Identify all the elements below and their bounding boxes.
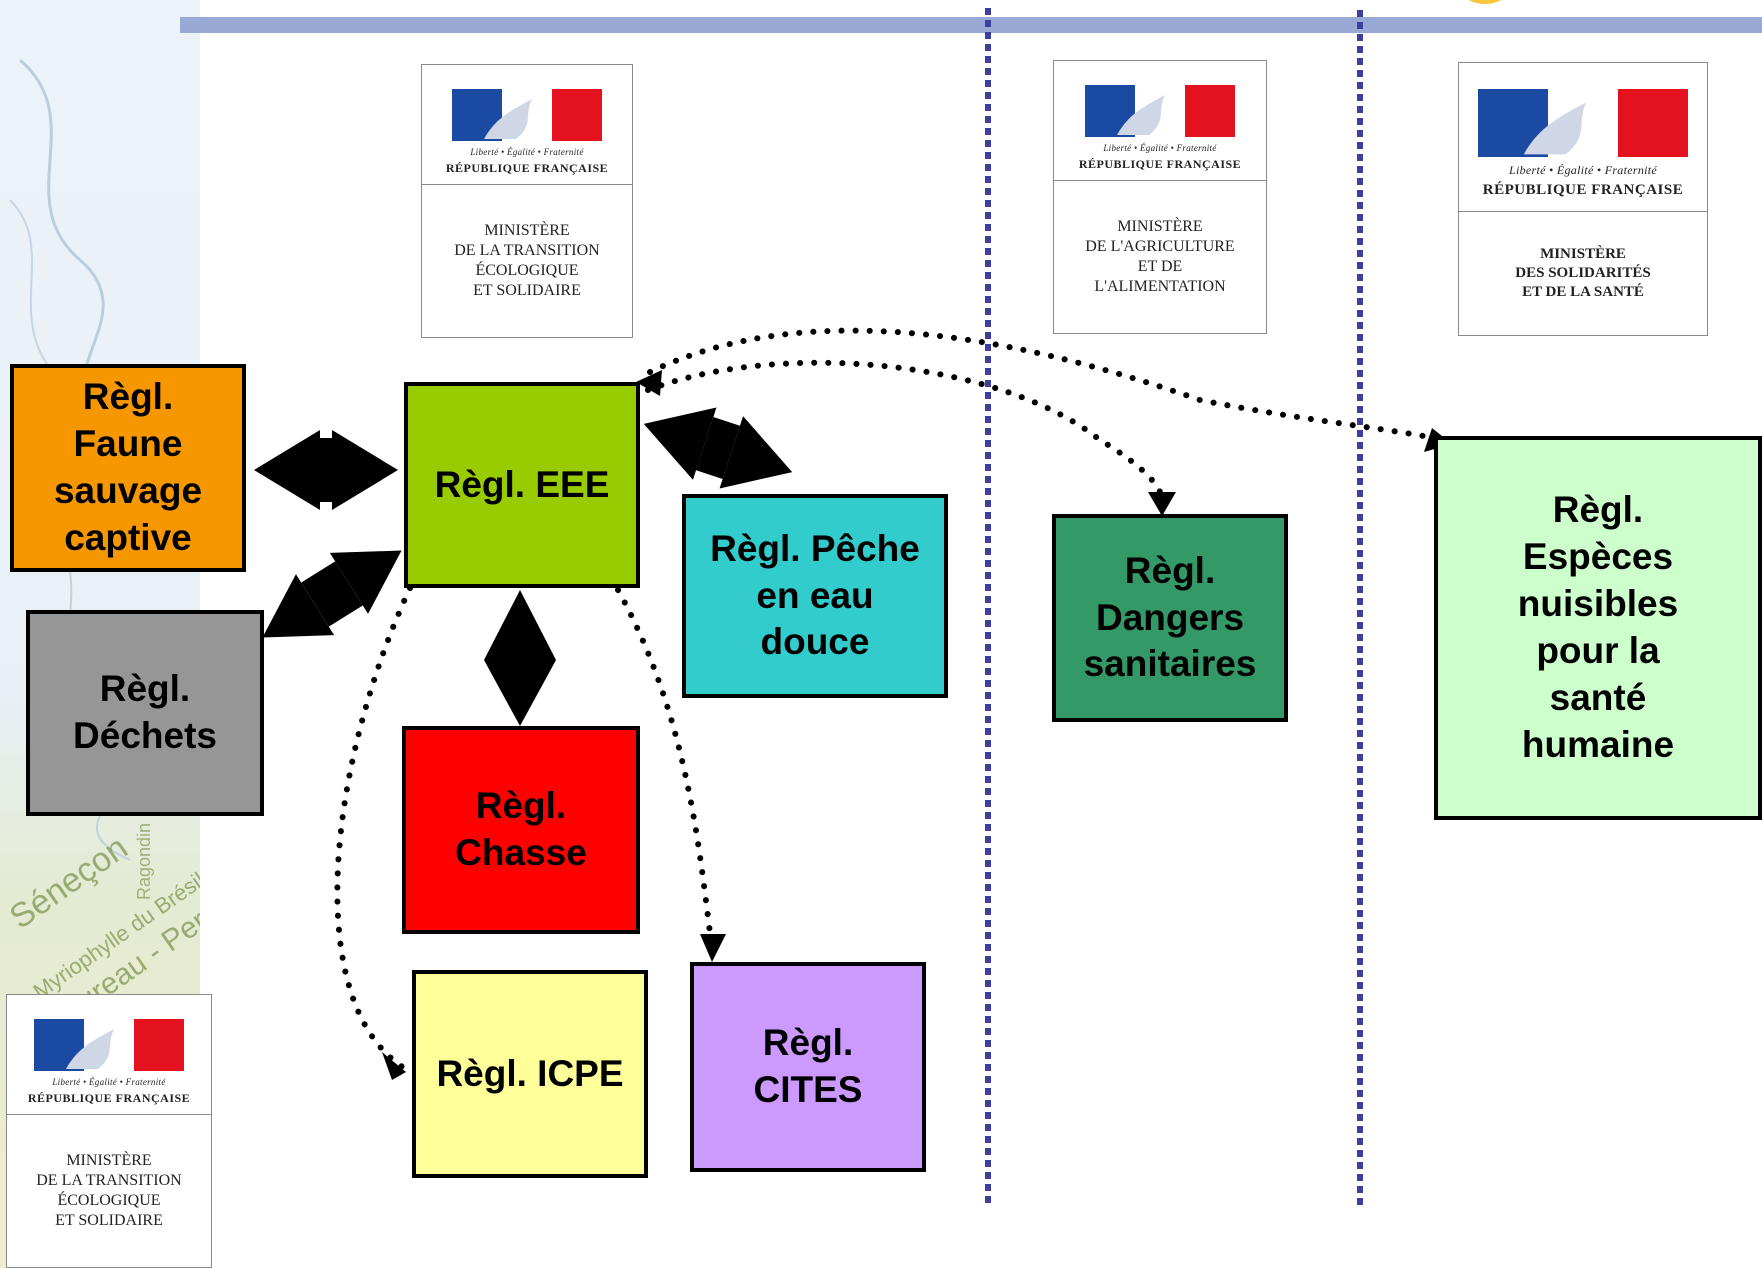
- marianne-flag-icon: [34, 1019, 184, 1071]
- sun-logo-fragment: [1450, 0, 1520, 4]
- box-eee: Règl. EEE: [404, 382, 640, 588]
- logo-republic: RÉPUBLIQUE FRANÇAISE: [445, 161, 609, 175]
- arrow-eee-dechets: [262, 550, 402, 638]
- logo-ministere-ecologie: Liberté • Égalité • Fraternité RÉPUBLIQU…: [421, 64, 633, 338]
- box-dangers-sanitaires: Règl. Dangers sanitaires: [1052, 514, 1288, 722]
- marianne-flag-icon: [1085, 85, 1235, 137]
- arrow-eee-faune: [254, 430, 398, 510]
- logo-motto: Liberté • Égalité • Fraternité: [1103, 143, 1217, 153]
- decor-word: Ragondin: [134, 823, 154, 900]
- logo-motto: Liberté • Égalité • Fraternité: [52, 1077, 166, 1087]
- connector-eee-dangers-head: [1148, 492, 1176, 516]
- marianne-flag-icon: [1478, 89, 1688, 157]
- logo-ministry-name: MINISTÈRE DE LA TRANSITION ÉCOLOGIQUE ET…: [36, 1152, 182, 1229]
- logo-motto: Liberté • Égalité • Fraternité: [470, 147, 584, 157]
- logo-ministere-ecologie-small: Liberté • Égalité • Fraternité RÉPUBLIQU…: [6, 994, 212, 1268]
- logo-republic: RÉPUBLIQUE FRANÇAISE: [1482, 182, 1684, 198]
- logo-ministere-sante: Liberté • Égalité • Fraternité RÉPUBLIQU…: [1458, 62, 1708, 336]
- marianne-flag-icon: [452, 89, 602, 141]
- logo-ministry-name: MINISTÈRE DE L'AGRICULTURE ET DE L'ALIME…: [1085, 218, 1235, 295]
- box-cites: Règl. CITES: [690, 962, 926, 1172]
- connector-eee-dangers: [645, 359, 1165, 503]
- connector-eee-cites-head: [700, 934, 726, 962]
- connector-eee-cites: [615, 587, 715, 951]
- arrow-eee-peche: [643, 407, 793, 489]
- box-dechets: Règl. Déchets: [26, 610, 264, 816]
- box-peche-eau-douce: Règl. Pêche en eau douce: [682, 494, 948, 698]
- box-faune-sauvage-captive: Règl. Faune sauvage captive: [10, 364, 246, 572]
- logo-ministere-agriculture: Liberté • Égalité • Fraternité RÉPUBLIQU…: [1053, 60, 1267, 334]
- box-icpe: Règl. ICPE: [412, 970, 648, 1178]
- logo-republic: RÉPUBLIQUE FRANÇAISE: [27, 1091, 191, 1105]
- top-banner-bar: [180, 17, 1762, 33]
- box-especes-nuisibles: Règl. Espèces nuisibles pour la santé hu…: [1434, 436, 1762, 820]
- logo-ministry-name: MINISTÈRE DES SOLIDARITÉS ET DE LA SANTÉ: [1515, 246, 1651, 300]
- logo-ministry-name: MINISTÈRE DE LA TRANSITION ÉCOLOGIQUE ET…: [454, 222, 600, 299]
- connector-eee-nuisibles: [647, 327, 1447, 443]
- connector-eee-icpe-head: [382, 1052, 406, 1080]
- logo-republic: RÉPUBLIQUE FRANÇAISE: [1078, 157, 1242, 171]
- box-chasse: Règl. Chasse: [402, 726, 640, 934]
- arrow-eee-chasse: [484, 590, 556, 726]
- connector-eee-nuisibles-tail: [636, 370, 662, 396]
- logo-motto: Liberté • Égalité • Fraternité: [1508, 163, 1658, 177]
- connector-eee-icpe: [334, 585, 413, 1071]
